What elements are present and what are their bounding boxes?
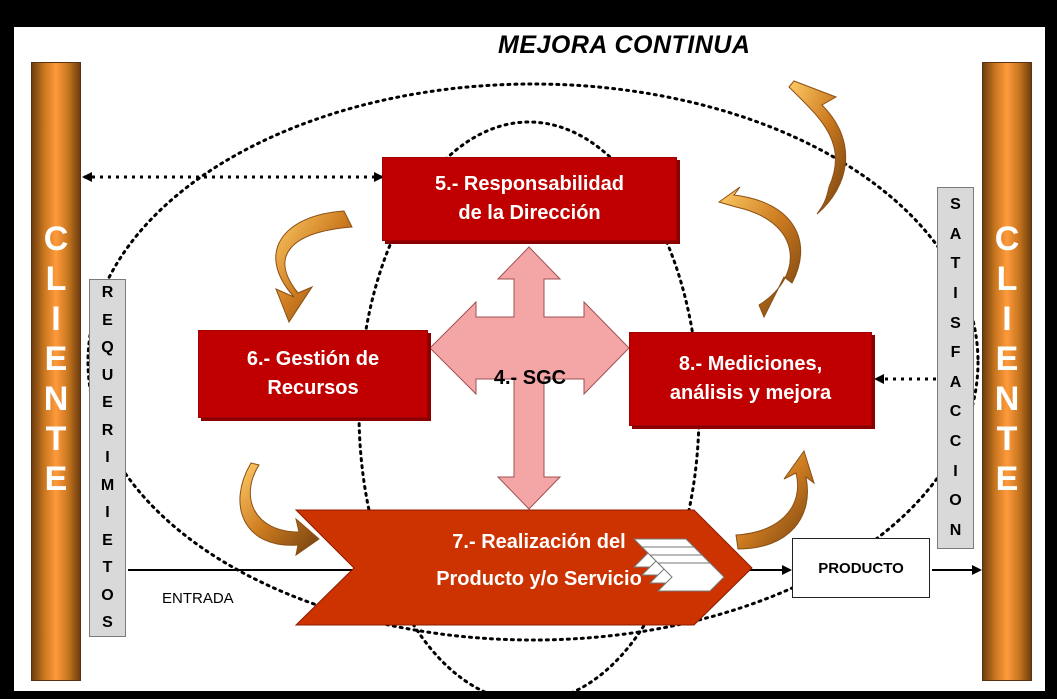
- realizacion-text: 7.- Realización del Producto y/o Servici…: [374, 524, 704, 598]
- sgc-label: 4.- SGC: [493, 367, 567, 389]
- cliente-left-letter: C: [43, 220, 69, 258]
- page-title: MEJORA CONTINUA: [498, 31, 751, 59]
- cliente-right-letter: E: [995, 460, 1019, 498]
- cliente-left-letter: E: [44, 340, 68, 378]
- cliente-left-letter: E: [44, 460, 68, 498]
- gestion-line2: Recursos: [267, 377, 359, 399]
- requerimientos-letter: R: [101, 284, 114, 301]
- gestion-recursos-box: 6.- Gestión de Recursos: [198, 330, 428, 418]
- responsabilidad-line1: 5.- Responsabilidad: [435, 173, 624, 195]
- satisfaccion-letter: A: [949, 225, 962, 243]
- requerimientos-text: R E Q U E R I M I E T O S: [89, 285, 126, 631]
- requerimientos-letter: M: [100, 476, 115, 494]
- satisfaccion-letter: N: [949, 521, 962, 539]
- requerimientos-letter: S: [102, 614, 113, 631]
- cliente-left-letter: N: [43, 380, 69, 418]
- satisfaccion-letter: O: [949, 492, 962, 510]
- requerimientos-letter: E: [102, 531, 113, 549]
- realizacion-line2: Producto y/o Servicio: [436, 568, 642, 590]
- requerimientos-letter: Q: [101, 339, 114, 356]
- requerimientos-letter: E: [102, 394, 113, 411]
- requerimientos-bar: [89, 279, 126, 637]
- cliente-left-letter: L: [45, 260, 67, 298]
- cliente-right-letter: T: [996, 420, 1018, 458]
- mediciones-box: 8.- Mediciones, análisis y mejora: [629, 332, 872, 426]
- curved-arrow-bottomright: [735, 449, 815, 550]
- cliente-right-letter: I: [1002, 300, 1012, 338]
- sgc-four-way-arrow: [429, 246, 630, 510]
- satisfaccion-letter: I: [953, 462, 958, 480]
- gestion-line1: 6.- Gestión de: [246, 348, 380, 370]
- satisfaccion-letter: F: [950, 344, 961, 362]
- entrada-label: ENTRADA: [162, 590, 234, 607]
- realizacion-line1: 7.- Realización del: [452, 531, 626, 553]
- cliente-right-text: C L I E N T E: [982, 222, 1032, 496]
- responsabilidad-line2: de la Dirección: [458, 202, 601, 224]
- mediciones-line1: 8.- Mediciones,: [678, 353, 823, 375]
- satisfaccion-letter: S: [950, 314, 961, 332]
- satisfaccion-text: S A T I S F A C C I O N: [937, 197, 974, 539]
- outer-dotted-ellipse: [86, 82, 980, 642]
- cliente-left-letter: T: [45, 420, 67, 458]
- requerimientos-letter: U: [101, 366, 114, 384]
- satisfaccion-bar: [937, 187, 974, 549]
- satisfaccion-letter: S: [950, 196, 961, 213]
- cliente-left-bar: [31, 62, 81, 681]
- diagram-canvas: MEJORA CONTINUA C L I E N T E C L I E N …: [14, 27, 1045, 691]
- cliente-left-letter: I: [51, 300, 61, 338]
- cliente-right-letter: L: [996, 260, 1018, 298]
- producto-box: PRODUCTO: [792, 538, 930, 598]
- requerimientos-letter: R: [101, 421, 114, 439]
- satisfaccion-letter: C: [949, 403, 962, 421]
- curved-arrow-topmost: [788, 80, 847, 215]
- responsabilidad-box: 5.- Responsabilidad de la Dirección: [382, 157, 677, 241]
- mediciones-line2: análisis y mejora: [669, 382, 832, 404]
- satisfaccion-letter: T: [950, 255, 961, 273]
- cliente-right-letter: C: [994, 220, 1020, 258]
- cliente-right-letter: E: [995, 340, 1019, 378]
- curved-arrow-bottomleft: [239, 462, 320, 557]
- requerimientos-letter: E: [102, 311, 113, 329]
- satisfaccion-letter: C: [949, 433, 962, 450]
- satisfaccion-letter: A: [949, 373, 962, 391]
- cliente-right-letter: N: [994, 380, 1020, 418]
- requerimientos-letter: I: [105, 504, 110, 521]
- curved-arrow-topleft: [275, 210, 353, 324]
- cliente-right-bar: [982, 62, 1032, 681]
- diagram-graphics: [82, 80, 982, 691]
- requerimientos-letter: T: [102, 559, 113, 576]
- curved-arrow-topright: [717, 186, 802, 319]
- process-documents-icon: [632, 538, 725, 592]
- cliente-left-text: C L I E N T E: [31, 222, 81, 496]
- satisfaccion-letter: I: [953, 284, 958, 302]
- requerimientos-letter: O: [101, 586, 114, 604]
- requerimientos-letter: I: [105, 449, 110, 466]
